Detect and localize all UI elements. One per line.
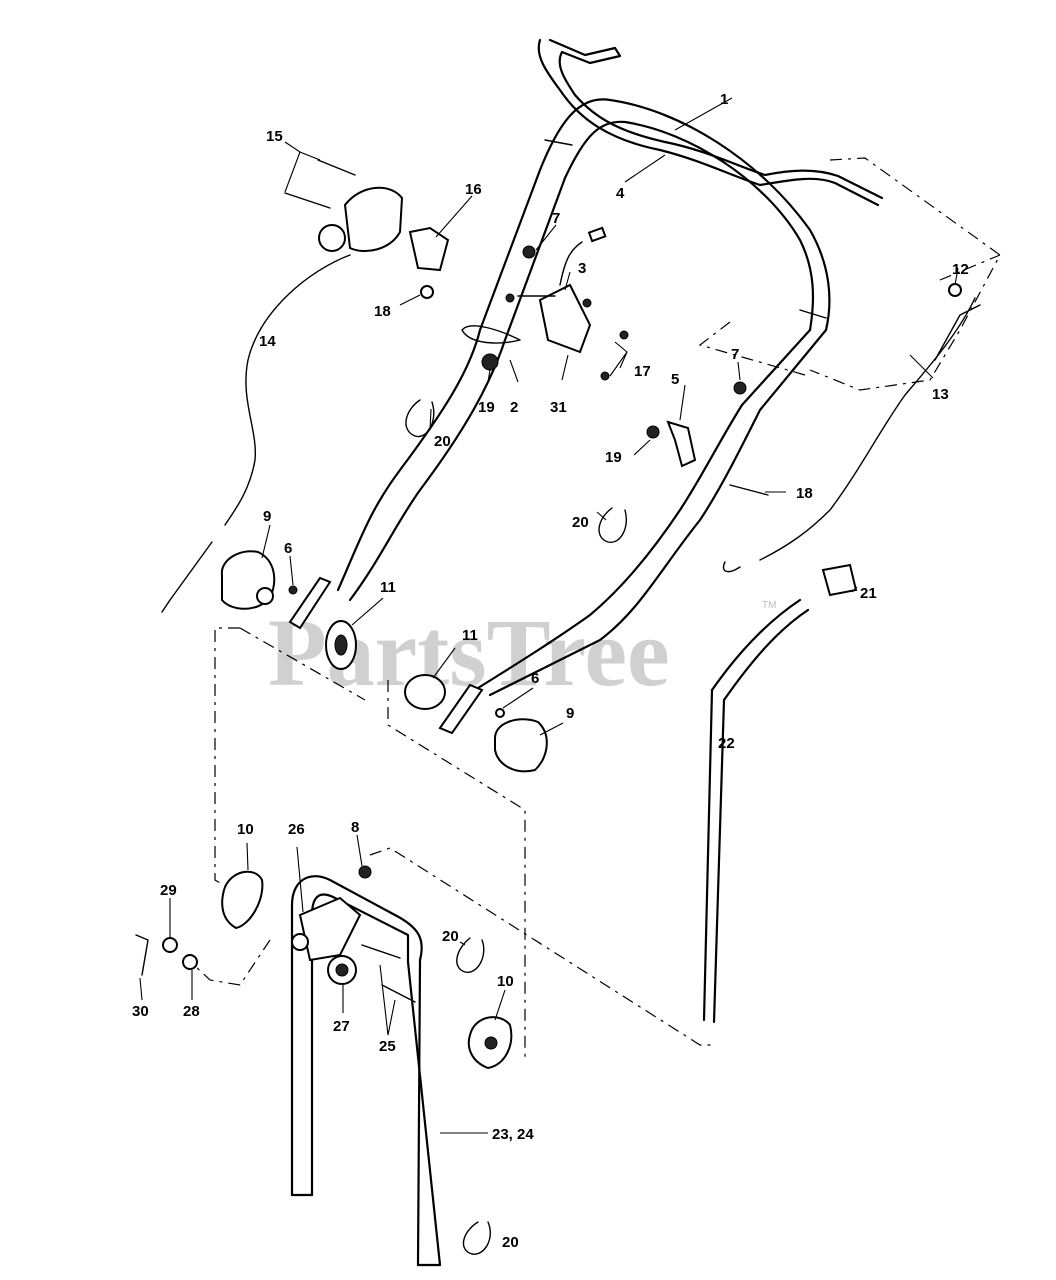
callout-21: 21 bbox=[860, 585, 877, 602]
part-upper-handle bbox=[336, 98, 831, 697]
callout-11-left: 11 bbox=[380, 579, 396, 596]
callout-12: 12 bbox=[952, 261, 969, 278]
callout-16: 16 bbox=[465, 181, 482, 198]
callout-22: 22 bbox=[718, 735, 735, 752]
part-lever-bracket bbox=[505, 226, 629, 381]
part-small-hardware bbox=[666, 381, 769, 496]
part-spring-and-nuts bbox=[461, 325, 660, 439]
callout-13: 13 bbox=[932, 386, 949, 403]
callout-4: 4 bbox=[616, 185, 625, 202]
callout-18-left: 18 bbox=[374, 303, 391, 320]
callout-7-right: 7 bbox=[731, 346, 739, 363]
callout-2: 2 bbox=[510, 399, 518, 416]
part-cable-14 bbox=[161, 254, 351, 613]
callout-28: 28 bbox=[183, 1003, 200, 1020]
callout-14: 14 bbox=[259, 333, 276, 350]
callout-9-right: 9 bbox=[566, 705, 574, 722]
callout-1: 1 bbox=[720, 91, 728, 108]
callout-29: 29 bbox=[160, 882, 177, 899]
callout-15: 15 bbox=[266, 128, 283, 145]
callout-26: 26 bbox=[288, 821, 305, 838]
callout-18-right: 18 bbox=[796, 485, 813, 502]
callout-31: 31 bbox=[550, 399, 567, 416]
callout-23-24: 23, 24 bbox=[492, 1126, 534, 1143]
callout-19-right: 19 bbox=[605, 449, 622, 466]
leader-lines bbox=[139, 97, 959, 1134]
callout-10-left: 10 bbox=[237, 821, 254, 838]
part-tube-22 bbox=[702, 563, 858, 1024]
callout-11-right: 11 bbox=[462, 627, 478, 644]
callout-6-left: 6 bbox=[284, 540, 292, 557]
callout-20-upper-right: 20 bbox=[572, 514, 589, 531]
callout-8: 8 bbox=[351, 819, 359, 836]
callout-20-bottom: 20 bbox=[502, 1234, 519, 1251]
part-left-knob-assembly bbox=[220, 550, 357, 670]
callout-17: 17 bbox=[634, 363, 651, 380]
callout-27: 27 bbox=[333, 1018, 350, 1035]
part-hairpin-clips bbox=[405, 399, 627, 1255]
part-right-knob-assembly bbox=[404, 674, 548, 773]
callout-25: 25 bbox=[379, 1038, 396, 1055]
callout-5: 5 bbox=[671, 371, 679, 388]
callout-20-lower: 20 bbox=[442, 928, 459, 945]
callout-labels: 1 2 3 4 5 6 6 7 7 8 9 9 10 10 11 11 12 1… bbox=[132, 91, 969, 1251]
part-lower-bracket bbox=[291, 865, 416, 1003]
callout-3: 3 bbox=[578, 260, 586, 277]
callout-6-right: 6 bbox=[531, 670, 539, 687]
watermark-trademark: TM bbox=[762, 600, 776, 611]
callout-19-left: 19 bbox=[478, 399, 495, 416]
callout-7-upper: 7 bbox=[552, 210, 560, 227]
callout-30: 30 bbox=[132, 1003, 149, 1020]
callout-10-right: 10 bbox=[497, 973, 514, 990]
callout-20-upper-left: 20 bbox=[434, 433, 451, 450]
part-cable-13 bbox=[722, 283, 981, 573]
part-lower-knobs bbox=[135, 870, 513, 1070]
part-control-housing bbox=[284, 159, 450, 299]
callout-9-left: 9 bbox=[263, 508, 271, 525]
assembly-outline-lines bbox=[194, 157, 1001, 1060]
part-control-bail bbox=[537, 38, 884, 207]
